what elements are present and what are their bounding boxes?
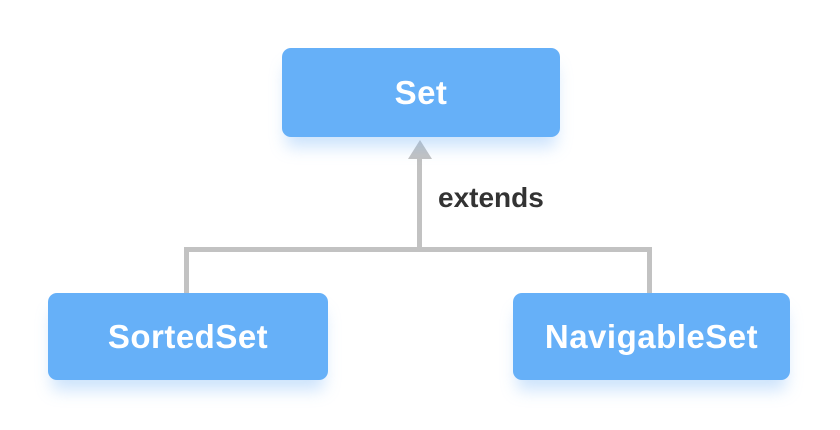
connector-horizontal-bar: [184, 247, 652, 252]
node-navigableset: NavigableSet: [513, 293, 790, 380]
connector-vertical-shaft: [417, 156, 422, 251]
node-sortedset-label: SortedSet: [107, 317, 269, 355]
connector-drop-right: [647, 247, 652, 296]
node-set: Set: [282, 48, 560, 137]
edge-extends-label: extends: [438, 182, 544, 213]
node-sortedset: SortedSet: [48, 293, 328, 380]
arrow-up-icon: [408, 140, 432, 159]
connector-drop-left: [184, 247, 189, 293]
node-navigableset-label: NavigableSet: [544, 317, 759, 355]
node-set-label: Set: [394, 73, 448, 111]
